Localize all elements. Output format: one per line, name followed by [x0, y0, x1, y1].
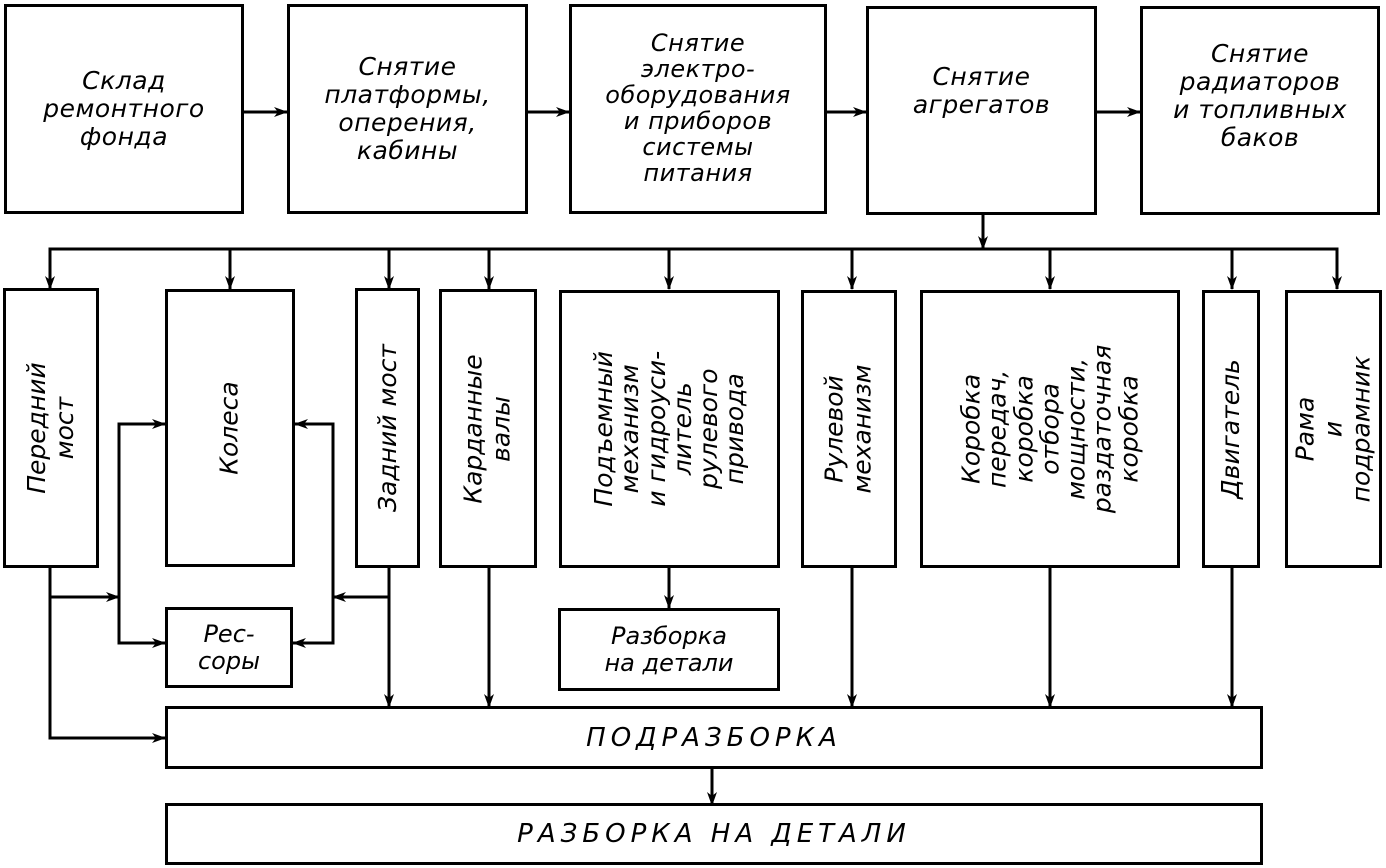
box-lift-disassembly: Разборка на детали — [558, 608, 780, 691]
box-gearbox: Коробка передач, коробка отбора мощности… — [920, 290, 1180, 568]
label-springs: Рес- соры — [197, 619, 261, 675]
left-loop-to-wheels — [117, 419, 166, 643]
right-loop-to-springs — [292, 597, 335, 648]
box-frame: Рама и подрамник — [1285, 290, 1382, 568]
label-steering: Рулевой механизм — [820, 364, 878, 494]
label-repair-stock: Склад ремонтного фонда — [43, 66, 205, 151]
box-remove-platform: Снятие платформы, оперения, кабины — [287, 4, 528, 214]
box-final-disassembly: РАЗБОРКА НА ДЕТАЛИ — [165, 803, 1263, 865]
right-loop-to-wheels — [294, 419, 335, 643]
box-wheels: Колеса — [165, 289, 295, 567]
box-repair-stock: Склад ремонтного фонда — [4, 4, 244, 214]
label-gearbox: Коробка передач, коробка отбора мощности… — [956, 344, 1143, 514]
box-remove-aggregates: Снятие агрегатов — [866, 6, 1097, 215]
box-remove-electro: Снятие электро- оборудования и приборов … — [569, 4, 827, 214]
label-remove-radiators: Снятие радиаторов и топливных баков — [1173, 38, 1347, 152]
label-remove-aggregates: Снятие агрегатов — [912, 61, 1051, 119]
box-remove-radiators: Снятие радиаторов и топливных баков — [1140, 6, 1380, 215]
box-steering: Рулевой механизм — [801, 290, 897, 568]
label-lift-mechanism: Подъемный механизм и гидроуси- литель ру… — [588, 351, 749, 507]
distribution-bus — [48, 247, 1339, 287]
box-lift-mechanism: Подъемный механизм и гидроуси- литель ру… — [559, 290, 780, 568]
front-axle-to-subassembly — [48, 567, 166, 743]
label-remove-platform: Снятие платформы, оперения, кабины — [324, 52, 491, 165]
label-engine: Двигатель — [1216, 359, 1245, 499]
label-lift-disassembly: Разборка на детали — [604, 621, 734, 677]
label-front-axle: Передний мост — [22, 362, 79, 494]
label-frame: Рама и подрамник — [1290, 355, 1376, 503]
label-remove-electro: Снятие электро- оборудования и приборов … — [605, 29, 791, 187]
box-subassembly: ПОДРАЗБОРКА — [165, 706, 1263, 769]
label-wheels: Колеса — [214, 381, 244, 475]
label-subassembly: ПОДРАЗБОРКА — [586, 722, 842, 753]
left-loop-to-springs — [117, 597, 166, 648]
box-cardan: Карданные валы — [439, 289, 537, 568]
box-springs: Рес- соры — [165, 607, 293, 688]
box-front-axle: Передний мост — [3, 288, 99, 568]
box-engine: Двигатель — [1202, 290, 1260, 568]
label-rear-axle: Задний мост — [372, 344, 402, 512]
box-rear-axle: Задний мост — [355, 288, 420, 568]
label-final-disassembly: РАЗБОРКА НА ДЕТАЛИ — [517, 819, 911, 849]
label-cardan: Карданные валы — [459, 353, 517, 504]
